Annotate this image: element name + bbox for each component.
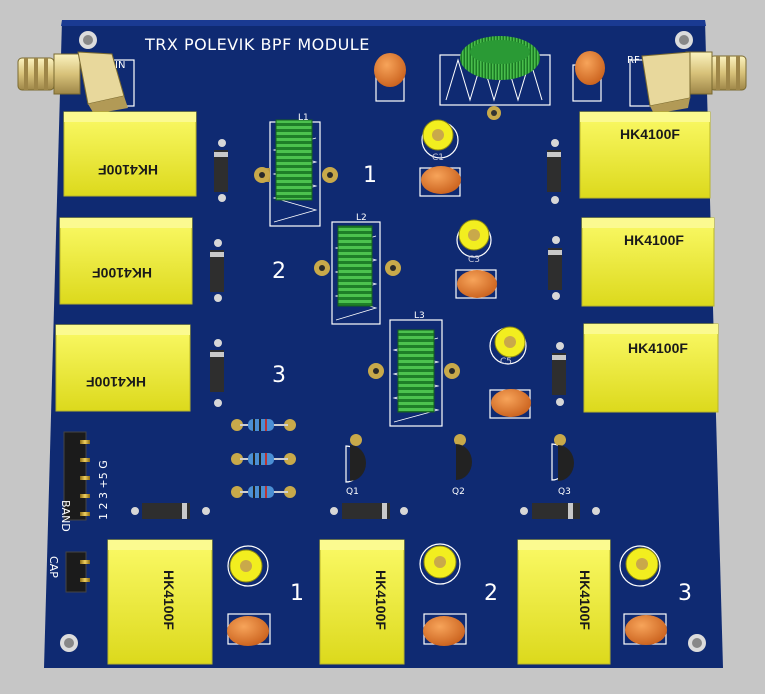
relay-bottom-2: HK4100F (319, 539, 405, 665)
diodes-horizontal (131, 503, 600, 519)
sma-connector-left (17, 51, 135, 114)
relay-label: HK4100F (373, 570, 389, 630)
pcb-edge-highlight (61, 20, 706, 26)
inductor-l1: L1 (254, 113, 338, 227)
cap-label: C1 (432, 153, 444, 163)
board-title: TRX POLEVIK BPF MODULE (144, 35, 370, 54)
relay-left-3: HK4100F (55, 324, 191, 412)
relay-right-2: HK4100F (581, 217, 715, 307)
bottom-number-2: 2 (484, 581, 498, 606)
resistors (231, 419, 296, 498)
inductor-l2: L2 (314, 213, 401, 325)
inductor-label: L1 (298, 113, 309, 123)
transistor-q1 (345, 434, 366, 483)
band-number-1: 1 (363, 163, 377, 188)
transistor-q3 (551, 434, 574, 481)
relay-label: HK4100F (161, 570, 177, 630)
band-pin-labels: 1 2 3 +5 G (97, 460, 110, 520)
transistor-label: Q1 (346, 487, 359, 497)
transistor-q2 (454, 434, 472, 480)
transistor-label: Q3 (558, 487, 571, 497)
inductor-label: L2 (356, 213, 367, 223)
bottom-number-1: 1 (290, 581, 304, 606)
inductor-label: L3 (414, 311, 425, 321)
band-header (63, 431, 90, 521)
bottom-trimmer-caps (227, 543, 661, 587)
relay-right-1: HK4100F (579, 111, 711, 199)
bottom-number-3: 3 (678, 581, 692, 606)
mounting-holes (60, 31, 706, 652)
relay-bottom-3: HK4100F (517, 539, 611, 665)
relay-label: HK4100F (620, 126, 680, 142)
cap-label-header: CAP (47, 556, 60, 578)
relay-left-2: HK4100F (59, 217, 193, 305)
trimmer-caps (421, 119, 527, 365)
relay-label: HK4100F (86, 374, 146, 390)
inductor-l3: L3 (368, 311, 460, 427)
transistor-label: Q2 (452, 487, 465, 497)
toroid-inductor (439, 36, 551, 120)
relay-label: HK4100F (577, 570, 593, 630)
relay-label: HK4100F (98, 162, 158, 178)
connector-label-in: IN (115, 60, 125, 71)
relay-left-1: HK4100F (63, 111, 197, 197)
band-number-2: 2 (272, 259, 286, 284)
connector-label-rf: RF (627, 55, 640, 66)
relay-bottom-1: HK4100F (107, 539, 213, 665)
sma-connector-right (629, 51, 747, 114)
cap-header (65, 551, 90, 593)
top-ceramic-caps (374, 51, 605, 102)
ceramic-caps-middle (419, 166, 531, 419)
relay-label: HK4100F (92, 265, 152, 281)
band-label: BAND (59, 500, 72, 532)
relay-label: HK4100F (628, 340, 688, 356)
diodes-vertical (210, 139, 566, 407)
relay-right-3: HK4100F (583, 323, 719, 413)
relay-label: HK4100F (624, 232, 684, 248)
cap-label: C3 (468, 255, 480, 265)
band-number-3: 3 (272, 363, 286, 388)
cap-label: C5 (500, 357, 512, 367)
bottom-ceramic-caps (227, 613, 667, 646)
